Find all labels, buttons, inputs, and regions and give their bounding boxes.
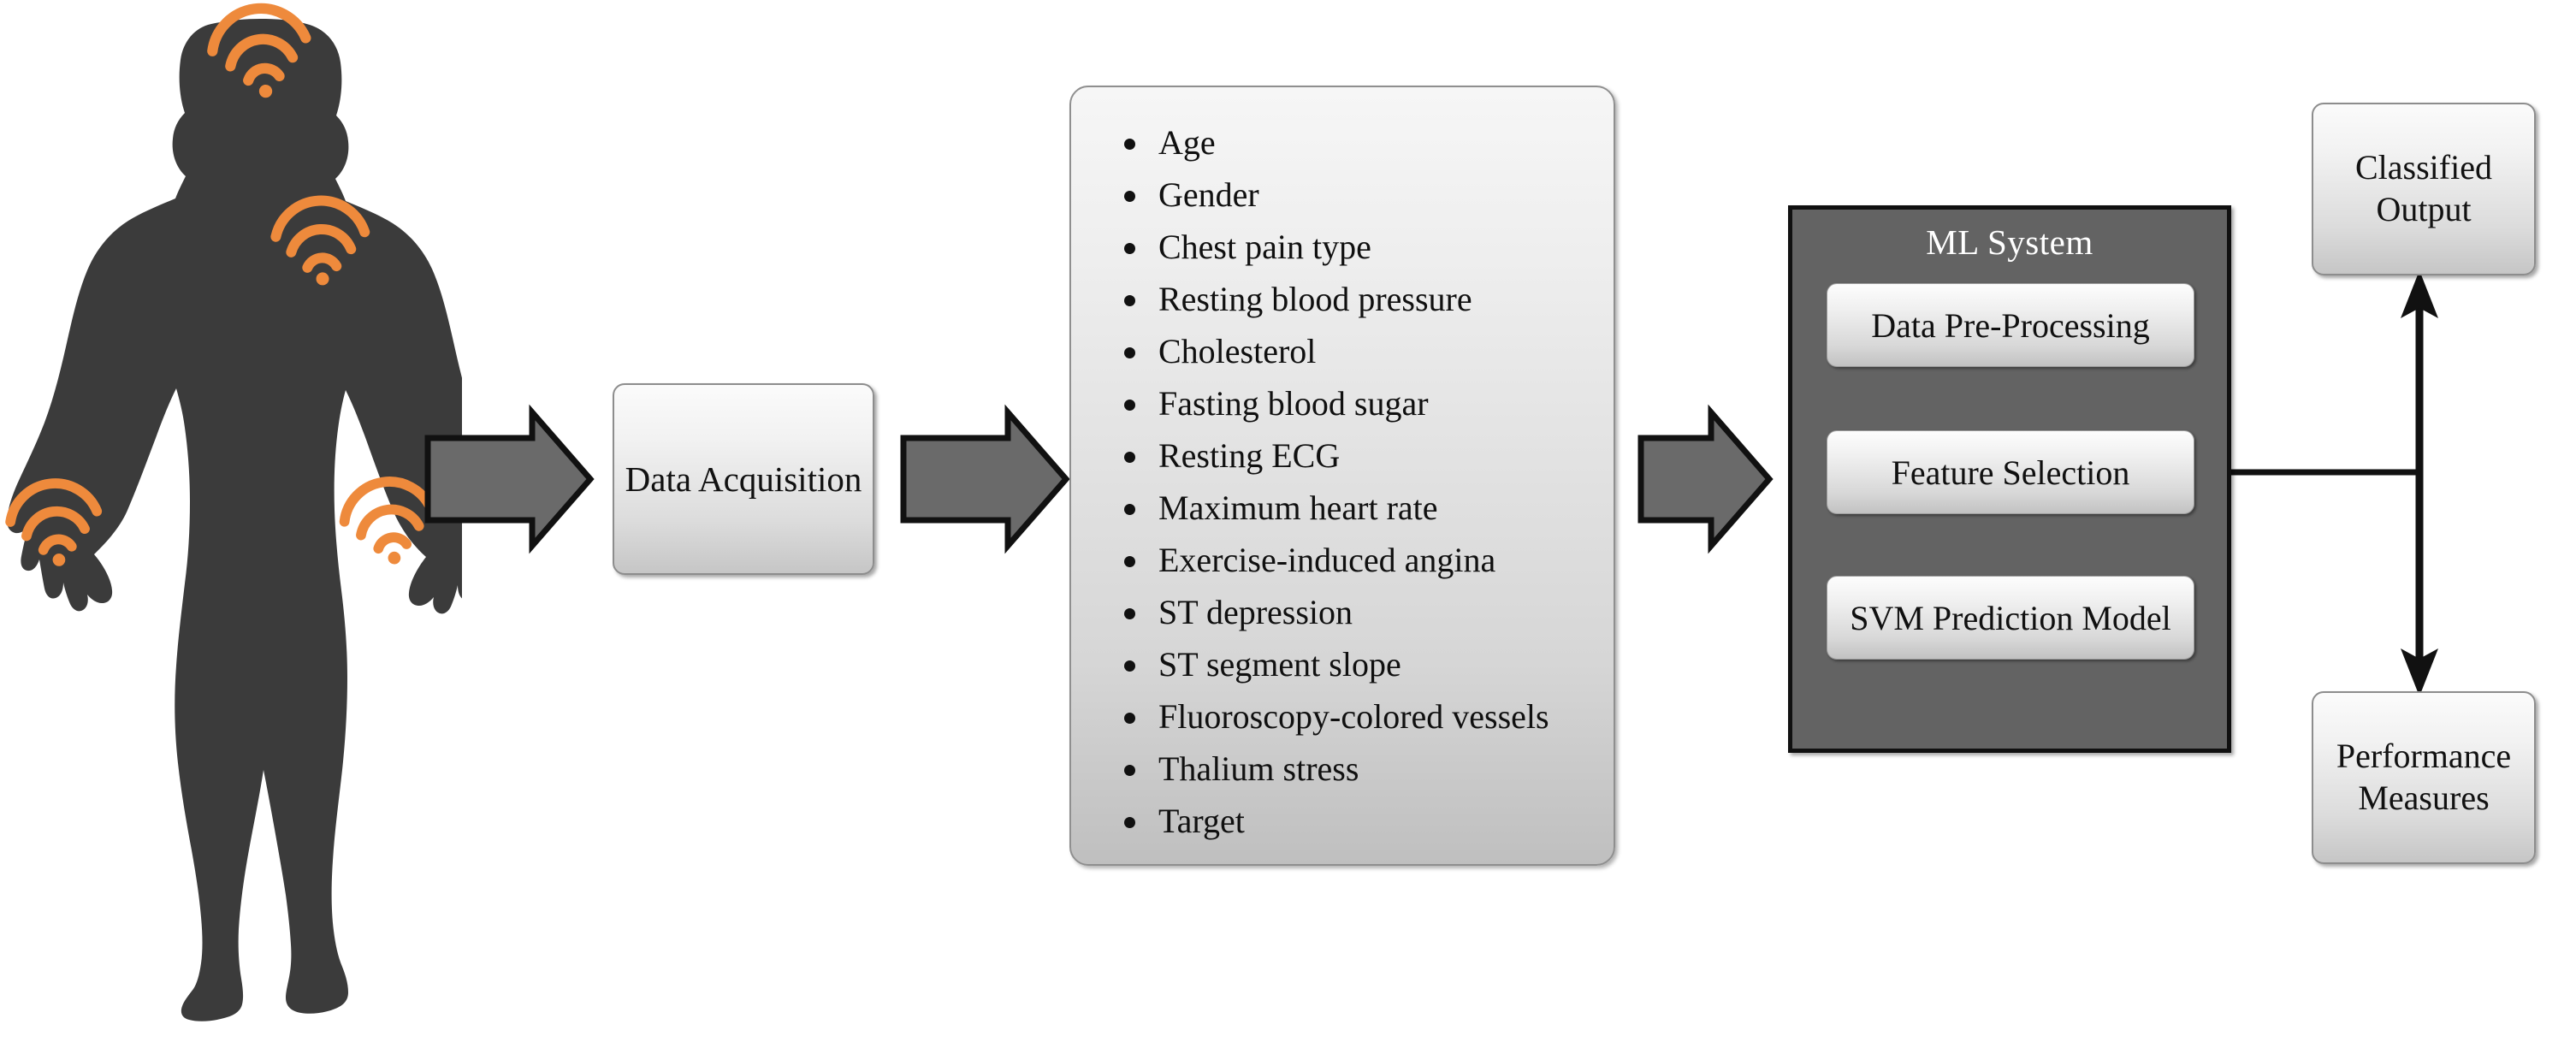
data-acquisition-box[interactable]: Data Acquisition <box>613 383 874 575</box>
ml-step-svm-prediction-model[interactable]: SVM Prediction Model <box>1827 576 2194 660</box>
human-body-silhouette <box>0 0 462 1042</box>
list-item: ST depression <box>1121 586 1614 638</box>
body-shape <box>7 19 462 1021</box>
list-item: Target <box>1121 795 1614 847</box>
classified-output-label: Classified Output <box>2355 148 2492 228</box>
data-acquisition-label: Data Acquisition <box>625 459 862 499</box>
list-item: Cholesterol <box>1121 325 1614 377</box>
sensor-left-wrist <box>5 478 103 566</box>
list-item: Exercise-induced angina <box>1121 534 1614 586</box>
arrowhead-down <box>2401 648 2438 696</box>
sensor-right-wrist <box>339 477 436 565</box>
list-item: Gender <box>1121 169 1614 221</box>
ml-system-box: ML System Data Pre-Processing Feature Se… <box>1788 205 2231 753</box>
list-item: Age <box>1121 116 1614 169</box>
ml-system-title: ML System <box>1926 222 2093 262</box>
classified-output-box[interactable]: Classified Output <box>2312 103 2536 275</box>
list-item: Thalium stress <box>1121 743 1614 795</box>
arrow-ml-to-outputs <box>2229 270 2438 696</box>
list-item: Resting blood pressure <box>1121 273 1614 325</box>
list-item: Fluoroscopy-colored vessels <box>1121 690 1614 743</box>
arrowhead-up <box>2401 270 2438 318</box>
list-item: ST segment slope <box>1121 638 1614 690</box>
list-item: Chest pain type <box>1121 221 1614 273</box>
ml-step-data-pre-processing[interactable]: Data Pre-Processing <box>1827 283 2194 367</box>
performance-measures-box[interactable]: Performance Measures <box>2312 691 2536 864</box>
ml-step-feature-selection[interactable]: Feature Selection <box>1827 430 2194 514</box>
list-item: Fasting blood sugar <box>1121 377 1614 429</box>
feature-list: Age Gender Chest pain type Resting blood… <box>1071 116 1614 847</box>
sensor-shoulder <box>270 195 370 286</box>
list-item: Resting ECG <box>1121 429 1614 482</box>
performance-measures-label: Performance Measures <box>2336 737 2512 817</box>
sensor-head <box>207 3 311 98</box>
feature-list-box: Age Gender Chest pain type Resting blood… <box>1069 86 1615 866</box>
arrow-acquisition-to-features <box>900 404 1070 554</box>
list-item: Maximum heart rate <box>1121 482 1614 534</box>
arrow-features-to-ml <box>1637 404 1774 554</box>
